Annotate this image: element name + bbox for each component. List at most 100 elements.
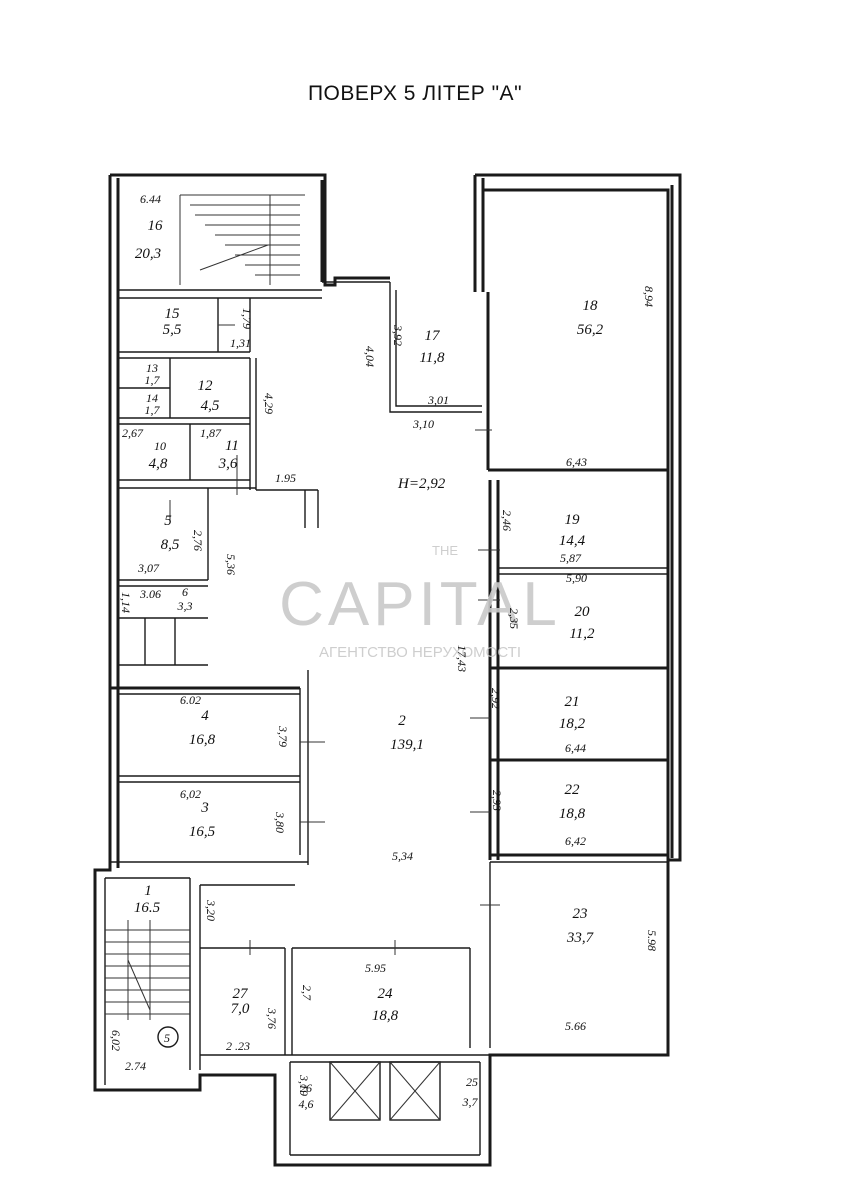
dim-label: 2 .23: [226, 1039, 250, 1053]
dim-label: 2,7: [300, 985, 314, 1001]
room-number: 16: [148, 218, 164, 234]
room-11: 113,6: [218, 438, 239, 472]
dim-label: 3,20: [204, 899, 218, 921]
dimension-labels: 6.44 1,79 1,31 4,04 3,92 8,94 4,29 3,01 …: [109, 192, 659, 1096]
stair-marker-circle: [157, 1026, 179, 1048]
room-22: 22 18,8: [559, 782, 586, 822]
room-area: 14,4: [559, 533, 586, 549]
room-12: 124,5: [198, 378, 220, 414]
room-number: 23: [573, 906, 588, 922]
dim-label: 2,35: [507, 608, 521, 629]
room-6: 63,3: [177, 585, 193, 613]
room-number: 12: [198, 378, 214, 394]
room-area: 3,7: [462, 1095, 479, 1109]
room-area: 3,6: [218, 456, 238, 472]
room-number: 1: [144, 883, 152, 899]
room-area: 18,8: [372, 1008, 399, 1024]
dim-label: 1,14: [119, 592, 133, 613]
outer-walls: [93, 173, 682, 1167]
watermark: THE CAPITAL АГЕНТСТВО НЕРУХОМОСТІ: [279, 543, 557, 661]
watermark-line3: АГЕНТСТВО НЕРУХОМОСТІ: [319, 644, 521, 661]
dim-label: 5,87: [560, 551, 582, 565]
room-area: 11,8: [419, 350, 445, 366]
dim-label: 5.98: [645, 930, 659, 951]
room-4: 416,8: [189, 708, 216, 748]
dim-label: 1,79: [240, 308, 254, 329]
room-area: 4,8: [149, 456, 168, 472]
room-number: 15: [165, 306, 181, 322]
room-number: 2: [398, 713, 406, 729]
room-number: 26: [300, 1081, 312, 1095]
room-number: 24: [378, 986, 394, 1002]
room-number: 11: [225, 438, 239, 454]
room-16: 16 20,3: [135, 218, 163, 262]
dim-label: 1,31: [230, 336, 251, 350]
room-number: 10: [154, 439, 166, 453]
room-number: 6: [182, 585, 188, 599]
room-area: 139,1: [390, 737, 424, 753]
room-area: 3,3: [177, 599, 193, 613]
dim-label: 6.02: [180, 693, 201, 707]
dim-label: 8,94: [642, 286, 656, 307]
room-area: 16.5: [134, 900, 161, 916]
dim-label: 2,46: [500, 510, 514, 531]
room-number: 27: [233, 986, 250, 1002]
dim-label: 3.06: [139, 587, 161, 601]
dim-label: 2.74: [125, 1059, 146, 1073]
room-area: 33,7: [566, 930, 595, 946]
room-3: 316,5: [189, 800, 216, 840]
dim-label: 6,43: [566, 455, 587, 469]
room-24: 24 18,8: [372, 986, 399, 1024]
dim-label: 5,34: [392, 849, 413, 863]
room-area: 20,3: [135, 246, 161, 262]
dim-label: 3,92: [391, 324, 405, 346]
dim-label: 3,80: [273, 811, 287, 833]
plan-title: ПОВЕРХ 5 ЛІТЕР "А": [307, 82, 523, 105]
room-area: 4,6: [299, 1097, 314, 1111]
dim-label: 5.95: [365, 961, 386, 975]
room-23: 23 33,7: [566, 906, 595, 946]
dim-label: 5,90: [566, 571, 587, 585]
stair-marker-number: 5: [164, 1031, 170, 1045]
room-number: 18: [583, 298, 599, 314]
room-number: 21: [565, 694, 580, 710]
dim-label: 2,67: [122, 426, 144, 440]
dim-label: 6,42: [565, 834, 586, 848]
dim-label: 3,79: [276, 725, 290, 747]
room-area: 18,8: [559, 806, 586, 822]
room-area: 5,5: [163, 322, 182, 338]
room-area: 1,7: [145, 403, 161, 417]
room-area: 18,2: [559, 716, 586, 732]
watermark-line1: THE: [432, 543, 458, 558]
room-10: 104,8: [149, 439, 168, 472]
dim-label: 5,36: [224, 554, 238, 575]
dim-label: 4,04: [363, 346, 377, 367]
dim-label: 17,43: [455, 645, 469, 672]
room-number: 4: [201, 708, 209, 724]
room-number: 22: [565, 782, 581, 798]
dim-label: 2,92: [489, 688, 503, 709]
room-area: 7,0: [231, 1001, 250, 1017]
dim-label: 6,02: [180, 787, 201, 801]
room-1: 116.5: [134, 883, 161, 916]
dim-label: 2,93: [490, 790, 504, 811]
room-area: 16,8: [189, 732, 216, 748]
room-area: 8,5: [161, 537, 180, 553]
room-14: 141,7: [145, 391, 161, 417]
room-number: 5: [164, 513, 172, 529]
dim-label: 6.44: [140, 192, 161, 206]
dim-label: 6,44: [565, 741, 586, 755]
dim-label: 3,07: [137, 561, 160, 575]
partitions: [104, 194, 668, 1156]
dim-label: 1.95: [275, 471, 296, 485]
dim-label: 3,01: [427, 393, 449, 407]
dim-label: 6,02: [109, 1030, 123, 1051]
room-number: 3: [200, 800, 209, 816]
dim-label: 2,76: [191, 530, 205, 551]
room-area: 1,7: [145, 373, 161, 387]
room-area: 4,5: [201, 398, 220, 414]
